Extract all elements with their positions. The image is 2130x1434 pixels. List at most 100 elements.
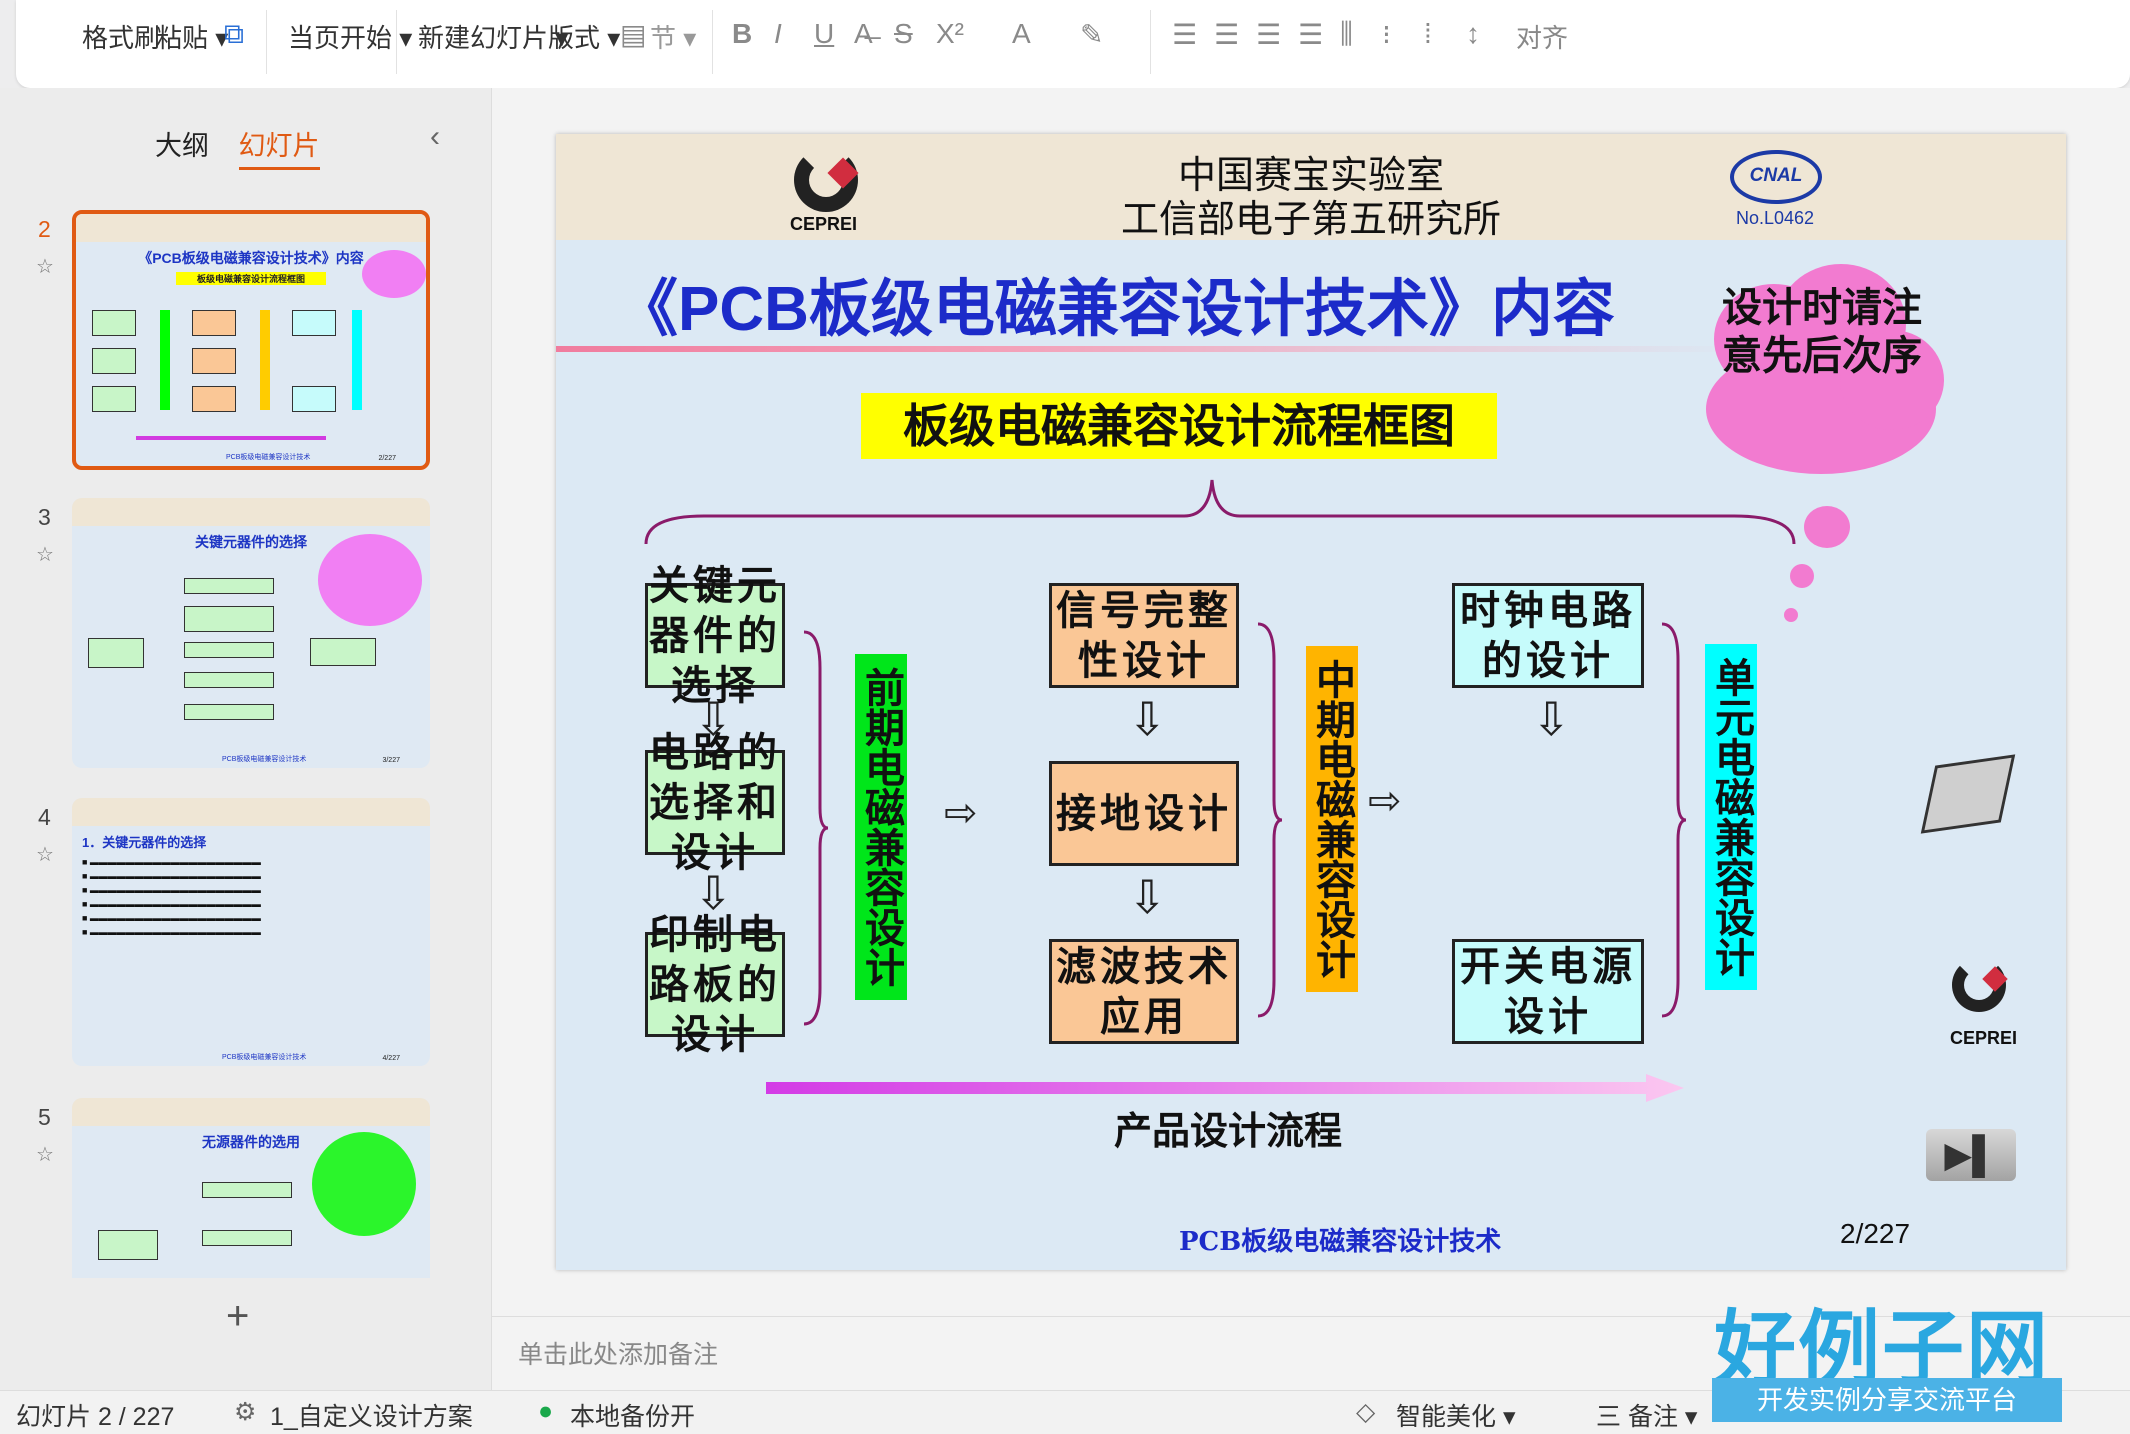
thumbnail-box [260,310,270,410]
flow-box: 印制电路板的设计 [645,911,785,1058]
slide-thumbnail[interactable]: 《PCB板级电磁兼容设计技术》内容 板级电磁兼容设计流程框图 PCB板级电磁兼容… [72,210,430,470]
process-flow-arrow [766,1074,1684,1102]
tab-slides[interactable]: 幻灯片 [238,124,320,170]
note-cloud-bubble [1784,608,1798,622]
format-painter-button[interactable]: 格式刷 [82,23,161,53]
thumbnail-footer: PCB板级电磁兼容设计技术 [226,454,311,461]
superscript-button[interactable]: X² [936,18,964,49]
italic-button[interactable]: I [774,18,782,49]
thumbnail-cloud [312,1132,416,1236]
down-arrow-icon: ⇩ [694,693,733,745]
slide-thumbnail[interactable]: 关键元器件的选择 PCB板级电磁兼容设计技术 3/227 [72,498,430,768]
thumbnail-box [160,310,170,410]
play-from-current-button[interactable]: 当页开始 ▾ [288,23,413,53]
tab-outline[interactable]: 大纲 [155,131,209,161]
thumbnail-title: 1．关键元器件的选择 [82,835,207,850]
backup-status[interactable]: 本地备份开 [570,1403,696,1431]
notes-pane[interactable]: 单击此处添加备注 [492,1316,2130,1390]
bullet-list-icon[interactable]: ⁝ [1382,19,1391,50]
slide-thumbnail[interactable]: 无源器件的选用 [72,1098,430,1278]
right-arrow-icon: ⇨ [944,791,978,835]
thumbnail-page: 4/227 [382,1055,400,1062]
smart-beautify-button[interactable]: 智能美化 ▾ [1396,1403,1516,1431]
notes-placeholder[interactable]: 单击此处添加备注 [518,1341,719,1369]
numbered-list-icon[interactable]: ⁞ [1424,18,1432,49]
paste-button[interactable]: 粘贴 ▾ [156,23,229,53]
star-icon[interactable]: ☆ [36,1144,54,1166]
collapse-sidebar-icon[interactable]: ‹ [430,120,440,153]
strikethrough-button[interactable]: S [894,18,913,49]
layout-button[interactable]: 版式 ▾ [548,23,621,53]
align-left-icon[interactable]: ☰ [1172,19,1198,50]
toolbar-divider [396,10,397,74]
slide-page-number: 2/227 [1840,1218,1911,1249]
thumbnail-box [92,348,136,374]
slide-position: 幻灯片 2 / 227 [16,1403,175,1431]
add-slide-icon[interactable]: + [226,1294,250,1338]
note-cloud [1840,330,1944,430]
justify-icon[interactable]: ☰ [1298,19,1324,50]
thumbnail-box [310,638,376,666]
align-center-icon[interactable]: ☰ [1214,19,1240,50]
theme-icon[interactable]: ⚙ [234,1398,257,1426]
slide-subtitle: 板级电磁兼容设计流程框图 [861,393,1497,459]
thumbnail-box [352,310,362,410]
flow-box: 时钟电路的设计 [1452,583,1644,688]
font-color-icon[interactable]: A [1012,18,1031,49]
beautify-icon[interactable]: ◇ [1356,1398,1376,1426]
thumbnail-box [292,386,336,412]
flow-box: 电路的选择和设计 [645,729,785,876]
new-slide-button[interactable]: 新建幻灯片 ▾ [418,23,569,53]
underline-button[interactable]: U [814,18,835,49]
slide-thumbnail[interactable]: 1．关键元器件的选择 ■ ▬▬▬▬▬▬▬▬▬▬▬▬▬▬▬▬▬▬▬■ ▬▬▬▬▬▬… [72,798,430,1066]
align-right-icon[interactable]: ☰ [1256,19,1282,50]
thumbnail-flow-arrow [136,436,326,440]
down-arrow-icon: ⇩ [1128,871,1167,923]
thumbnail-header [76,214,426,242]
flow-box: 滤波技术应用 [1049,939,1239,1044]
star-icon[interactable]: ☆ [36,256,54,278]
star-icon[interactable]: ☆ [36,844,54,866]
slide-canvas[interactable]: CEPREI 中国赛宝实验室 工信部电子第五研究所 CNAL No.L0462 … [556,134,2066,1270]
thumbnail-body-text: ■ ▬▬▬▬▬▬▬▬▬▬▬▬▬▬▬▬▬▬▬■ ▬▬▬▬▬▬▬▬▬▬▬▬▬▬▬▬▬… [82,857,261,937]
clipboard-icon[interactable]: ⧉ [224,18,244,49]
backup-status-icon: ● [538,1397,554,1425]
cloud-note-text: 设计时请注意先后次序 [1722,284,1922,379]
align-button[interactable]: 对齐 [1516,23,1569,53]
logo-caption: CEPREI [790,214,858,234]
slide-footer: PCB板级电磁兼容设计技术 [1179,1227,1502,1257]
thumbnail-box [98,1230,158,1260]
flow-box: 信号完整性设计 [1049,583,1239,688]
theme-name[interactable]: 1_自定义设计方案 [270,1403,473,1431]
star-icon[interactable]: ☆ [36,544,54,566]
down-arrow-icon: ⇩ [1532,693,1571,745]
section-button[interactable]: 节 ▾ [650,23,697,53]
text-shadow-icon[interactable]: A̶ [854,18,873,49]
right-arrow-icon: ⇨ [1368,779,1402,823]
thumbnail-subtitle: 板级电磁兼容设计流程框图 [176,272,326,285]
thumbnail-box [92,310,136,336]
sidebar-tabs: 大纲 幻灯片 [155,124,342,170]
next-slide-icon[interactable]: ▶▌ [1926,1129,2016,1181]
top-brace [644,479,1796,545]
thumbnail-title: 关键元器件的选择 [195,534,307,550]
thumbnail-box [88,638,144,668]
thumbnail-cloud [318,534,422,626]
notes-toggle-button[interactable]: 三 备注 ▾ [1596,1403,1698,1431]
line-spacing-icon[interactable]: ↕ [1466,18,1480,49]
cnal-logo-icon: CNAL [1730,150,1822,204]
flow-box: 开关电源设计 [1452,939,1644,1044]
column-brace [1661,622,1687,1018]
slide-title: 《PCB板级电磁兼容设计技术》内容 [616,275,1615,344]
slide-sidebar: 大纲 幻灯片 ‹ 2 ☆ 《PCB板级电磁兼容设计技术》内容 板级电磁兼容设计流… [0,88,492,1390]
thumbnail-cloud [362,250,426,298]
thumbnail-title: 无源器件的选用 [202,1134,300,1150]
thumbnail-box [192,386,236,412]
highlight-icon[interactable]: ✎ [1080,19,1104,50]
thumbnail-box [184,606,274,632]
slide-number: 4 [38,804,51,830]
bold-button[interactable]: B [732,18,753,49]
distribute-icon[interactable]: ⫼ [1340,18,1353,49]
logo-caption: CEPREI [1950,1028,2018,1048]
section-icon[interactable]: ▤ [620,19,647,50]
